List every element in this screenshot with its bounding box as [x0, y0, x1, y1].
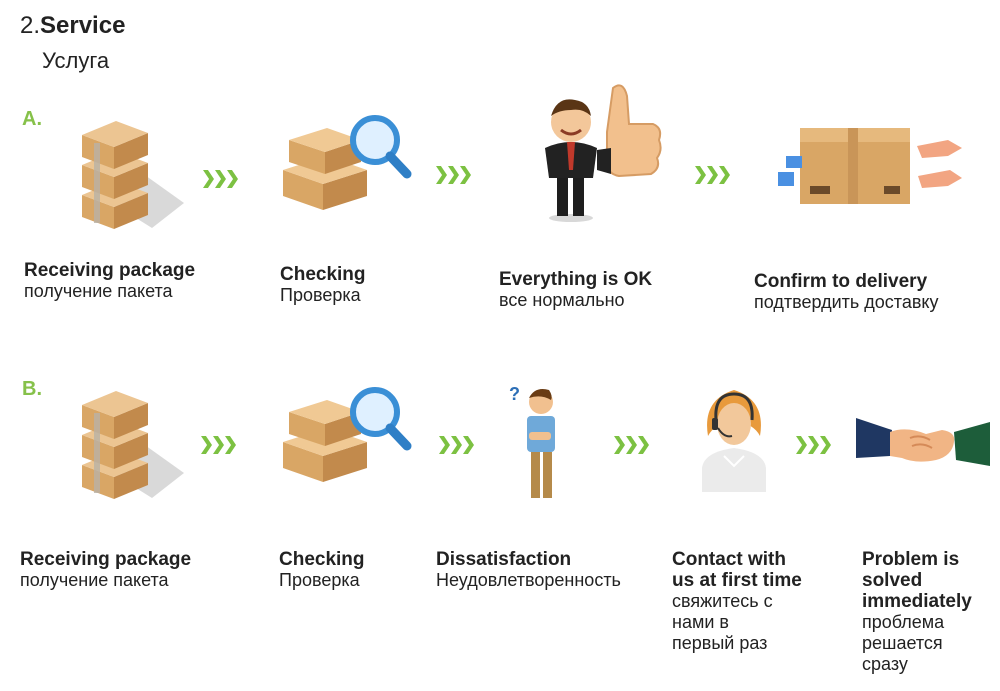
thumbs-up-man-icon: [527, 78, 667, 223]
step-subtitle: получение пакета: [20, 570, 169, 590]
hands-box-delivery-icon: [772, 126, 967, 206]
step-title: Checking: [280, 264, 366, 285]
step-subtitle: подтвердить доставку: [754, 292, 939, 312]
step-title: Checking: [279, 549, 365, 570]
row-a-label: A.: [22, 108, 42, 130]
section-title: 2.Service: [20, 12, 125, 40]
step-caption: Receiving package получение пакета: [20, 549, 191, 591]
step-caption: Contact with us at first time свяжитесь …: [672, 549, 802, 654]
step-title: Confirm to delivery: [754, 271, 928, 292]
step-caption: Checking Проверка: [279, 549, 365, 591]
step-subtitle: решается: [862, 633, 943, 653]
arrow-icon: [695, 166, 731, 184]
step-title: Dissatisfaction: [436, 549, 572, 570]
arrow-icon: [201, 436, 237, 454]
step-caption: Checking Проверка: [280, 264, 366, 306]
step-caption: Receiving package получение пакета: [24, 260, 195, 302]
step-title: us at first time: [672, 570, 802, 591]
step-caption: Everything is OK все нормально: [499, 269, 652, 311]
step-caption: Problem is solved immediately проблема р…: [862, 549, 972, 675]
step-subtitle: Проверка: [280, 285, 361, 305]
step-title: immediately: [862, 591, 972, 612]
stacked-boxes-icon: [72, 373, 187, 501]
step-caption: Confirm to delivery подтвердить доставку: [754, 271, 938, 313]
step-title: solved: [862, 570, 923, 591]
box-magnifier-icon: [275, 112, 415, 212]
confused-man-icon: ?: [505, 380, 565, 502]
svg-text:?: ?: [509, 384, 520, 404]
step-title: Contact with: [672, 549, 786, 570]
arrow-icon: [203, 170, 239, 188]
section-heading: Service: [40, 12, 126, 39]
step-subtitle: получение пакета: [24, 281, 173, 301]
section-subtitle: Услуга: [42, 48, 110, 73]
arrow-icon: [614, 436, 650, 454]
section-number: 2.: [20, 12, 41, 39]
step-title: Everything is OK: [499, 269, 653, 290]
step-subtitle: сразу: [862, 654, 908, 674]
step-subtitle: нами в: [672, 612, 729, 632]
step-subtitle: проблема: [862, 612, 945, 632]
step-subtitle: свяжитесь с: [672, 591, 773, 611]
step-title: Problem is: [862, 549, 960, 570]
support-operator-icon: [694, 380, 774, 492]
arrow-icon: [439, 436, 475, 454]
row-b-label: B.: [22, 378, 42, 400]
handshake-icon: [856, 412, 990, 474]
step-subtitle: первый раз: [672, 633, 768, 653]
arrow-icon: [436, 166, 472, 184]
box-magnifier-icon: [275, 384, 415, 484]
step-subtitle: Проверка: [279, 570, 360, 590]
step-caption: Dissatisfaction Неудовлетворенность: [436, 549, 621, 591]
step-title: Receiving package: [24, 260, 196, 281]
step-title: Receiving package: [20, 549, 192, 570]
step-subtitle: все нормально: [499, 290, 625, 310]
stacked-boxes-icon: [72, 103, 187, 231]
arrow-icon: [796, 436, 832, 454]
step-subtitle: Неудовлетворенность: [436, 570, 621, 590]
